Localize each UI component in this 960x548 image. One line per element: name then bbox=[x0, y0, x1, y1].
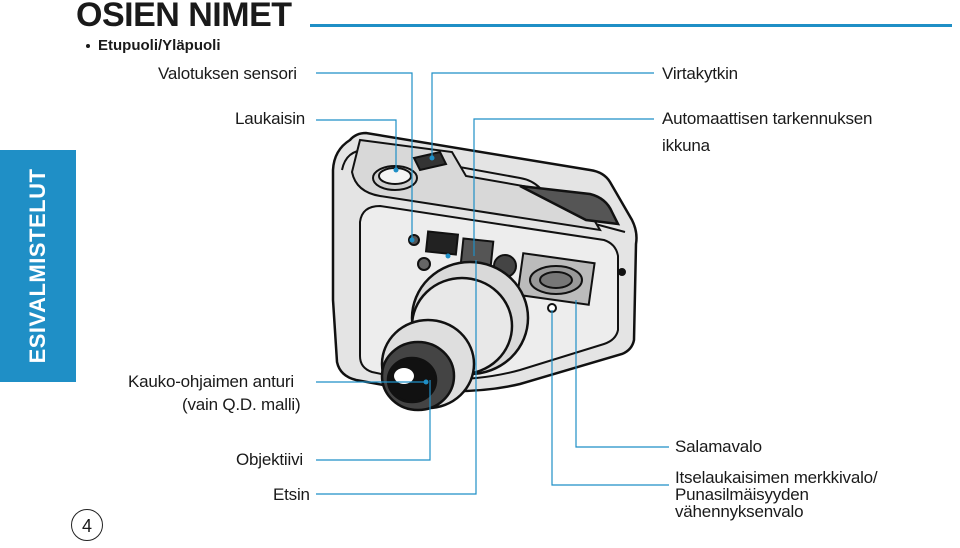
label-remote-sensor-1: Kauko-ohjaimen anturi bbox=[128, 372, 294, 391]
label-timer-lamp-2: Punasilmäisyyden bbox=[675, 485, 809, 504]
label-lens: Objektiivi bbox=[236, 450, 303, 469]
label-timer-lamp-3: vähennyksenvalo bbox=[675, 502, 804, 521]
label-flash: Salamavalo bbox=[675, 437, 762, 456]
label-power-switch: Virtakytkin bbox=[662, 64, 738, 83]
label-light-sensor: Valotuksen sensori bbox=[158, 64, 297, 83]
label-af-window-2: ikkuna bbox=[662, 136, 710, 155]
lens-graphic bbox=[380, 260, 530, 412]
title-rule bbox=[310, 24, 952, 27]
leader-lines bbox=[316, 72, 669, 495]
label-af-window-1: Automaattisen tarkennuksen bbox=[662, 109, 873, 128]
power-switch-graphic bbox=[412, 150, 448, 172]
page-title: OSIEN NIMET bbox=[76, 0, 292, 34]
page-number: 4 bbox=[71, 509, 103, 541]
side-tab: ESIVALMISTELUT bbox=[0, 150, 76, 382]
label-timer-lamp-1: Itselaukaisimen merkkivalo/ bbox=[675, 468, 878, 487]
section-subtitle: Etupuoli/Yläpuoli bbox=[86, 37, 221, 55]
leader-dots bbox=[393, 155, 451, 385]
label-shutter: Laukaisin bbox=[235, 109, 306, 128]
bullet-icon bbox=[86, 44, 90, 49]
label-viewfinder: Etsin bbox=[273, 485, 310, 504]
label-remote-sensor-2: (vain Q.D. malli) bbox=[182, 395, 301, 414]
subtitle-text: Etupuoli/Yläpuoli bbox=[98, 37, 221, 54]
